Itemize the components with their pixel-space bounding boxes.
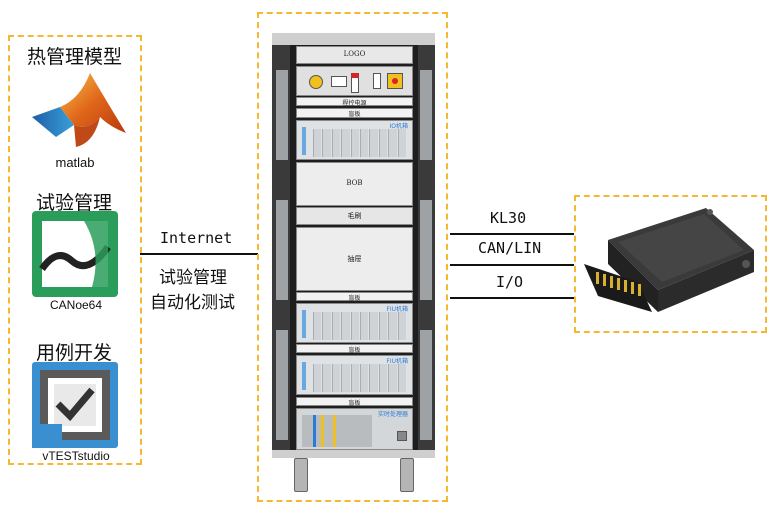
rt-power-button-icon: [397, 431, 407, 441]
rt-yellow-bar-2-icon: [333, 415, 336, 447]
rack-right-side-panel-top: [420, 70, 432, 160]
io3-indicator-strip: [302, 362, 306, 390]
canoe-caption: CANoe64: [49, 298, 103, 312]
canoe-icon: [32, 211, 118, 297]
rack-left-side-panel-top: [276, 70, 288, 160]
io2-indicator-strip: [302, 310, 306, 338]
vteststudio-icon: [32, 362, 118, 448]
rack-logo-unit: LOGO: [296, 46, 413, 64]
rack-blank-2-label: 盲板: [348, 295, 361, 302]
canlin-line: [450, 264, 574, 266]
rack-power-label: 程控电源: [342, 100, 367, 107]
rt-blue-bar-icon: [313, 415, 316, 447]
rack-drawer-label: 抽屉: [347, 255, 362, 263]
rack-panel: [257, 12, 448, 502]
rack-io-chassis-1: IO机箱: [296, 120, 413, 160]
rack-io-chassis-1-tag: IO机箱: [389, 123, 409, 130]
rack-io-chassis-3-tag: FIU机箱: [386, 358, 408, 365]
canoe-heading: 试验管理: [36, 192, 113, 214]
vteststudio-caption: vTESTstudio: [42, 449, 110, 463]
rack-bob-unit: BOB: [296, 162, 413, 206]
rack-blank-2: 盲板: [296, 292, 413, 302]
rack-drawer-unit: 抽屉: [296, 227, 413, 291]
io-line: [450, 297, 574, 299]
ecu-controller-icon: [578, 202, 764, 326]
io3-slots: [313, 364, 407, 392]
rack-logo-label: LOGO: [343, 50, 366, 58]
io1-indicator-strip: [302, 127, 306, 155]
rack-io-chassis-2-tag: FIU机箱: [386, 306, 408, 313]
kl30-label: KL30: [490, 209, 527, 227]
rack-io-chassis-3: FIU机箱: [296, 355, 413, 395]
power-display-icon: [331, 76, 347, 87]
power-switch-icon: [373, 73, 381, 89]
rack-realtime-processor-tag: 实时处理器: [377, 411, 408, 418]
io2-slots: [313, 312, 407, 340]
rack-foot-left: [294, 458, 308, 492]
matlab-heading: 热管理模型: [27, 46, 123, 68]
rack-right-side-panel-mid: [420, 200, 432, 300]
power-emergency-stop-icon: [387, 73, 403, 89]
rack-foot-right: [400, 458, 414, 492]
vteststudio-heading: 用例开发: [36, 342, 113, 364]
rack-left-side-panel-bottom: [276, 330, 288, 440]
internet-label: Internet: [160, 229, 233, 247]
rack-left-side-panel-mid: [276, 200, 288, 300]
rack-blank-4-label: 盲板: [348, 400, 361, 407]
matlab-icon: [30, 67, 128, 149]
rack-blank-1: 盲板: [296, 108, 413, 118]
rack-brush-unit: 毛刷: [296, 207, 413, 225]
kl30-line: [450, 233, 574, 235]
rack-blank-3: 盲板: [296, 344, 413, 354]
ecu-panel: [574, 195, 767, 333]
software-panel: [8, 35, 142, 465]
io-label: I/O: [496, 273, 524, 291]
rack-blank-4: 盲板: [296, 397, 413, 407]
rack-brush-label: 毛刷: [347, 212, 362, 220]
rack-top-plate: [272, 33, 435, 45]
canlin-label: CAN/LIN: [478, 239, 542, 257]
link-caption-line2: 自动化测试: [150, 293, 235, 313]
io1-slots: [313, 129, 407, 157]
rack-bob-label: BOB: [346, 179, 363, 187]
rack-io-chassis-2: FIU机箱: [296, 303, 413, 343]
rack-blank-1-label: 盲板: [348, 111, 361, 118]
link-caption-line1: 试验管理: [159, 268, 227, 288]
power-knob-icon: [309, 75, 323, 89]
matlab-caption: matlab: [55, 155, 95, 170]
rack-bottom-plate: [272, 450, 435, 458]
internet-link-line: [140, 253, 258, 255]
rack-right-side-panel-bottom: [420, 330, 432, 440]
rt-yellow-bar-icon: [321, 415, 324, 447]
rack-realtime-processor: 实时处理器: [296, 408, 413, 450]
power-switch-red-icon: [351, 73, 359, 93]
rack-blank-3-label: 盲板: [348, 347, 361, 354]
rack-power-label-strip: 程控电源: [296, 97, 413, 107]
rack-power-unit: [296, 66, 413, 96]
